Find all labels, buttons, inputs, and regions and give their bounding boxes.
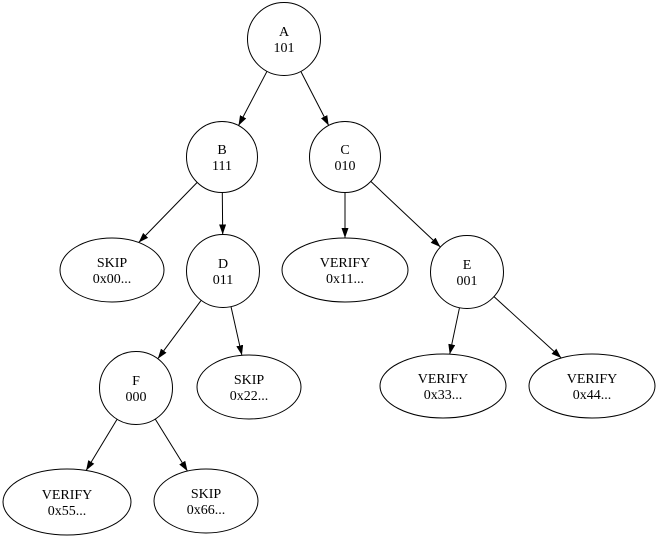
- edge-d-skip-0x22: [230, 306, 244, 356]
- node-verify-0x11-label-line2: 0x11...: [326, 272, 364, 287]
- edge-a-b: [238, 71, 268, 126]
- node-c-shape: [309, 121, 381, 193]
- node-d-shape: [186, 234, 260, 308]
- node-a-label-line1: A: [279, 25, 290, 40]
- node-d-label-line2: 011: [213, 273, 233, 288]
- node-d-label-line1: D: [218, 257, 228, 272]
- edge-a-c: [300, 71, 330, 126]
- node-f-label-line2: 000: [126, 390, 147, 405]
- node-c-label-line2: 010: [335, 159, 356, 174]
- node-skip-0x66: SKIP0x66...: [153, 468, 259, 534]
- node-b-label-line2: 111: [212, 159, 232, 174]
- node-f-label-line1: F: [132, 374, 140, 389]
- node-b-label-line1: B: [217, 143, 226, 158]
- node-f-shape: [99, 351, 173, 425]
- node-skip-0x66-label-line2: 0x66...: [187, 503, 226, 518]
- node-e-shape: [430, 235, 504, 309]
- edge-f-skip-0x66: [154, 418, 188, 472]
- node-verify-0x44-label-line1: VERIFY: [567, 372, 618, 387]
- node-skip-0x22-label-line1: SKIP: [234, 373, 265, 388]
- node-verify-0x33-label-line1: VERIFY: [418, 372, 469, 387]
- node-verify-0x11-shape: [281, 237, 409, 303]
- node-skip-0x66-label-line1: SKIP: [191, 487, 222, 502]
- node-skip-0x22: SKIP0x22...: [196, 354, 302, 420]
- node-skip-0x22-label-line2: 0x22...: [230, 389, 269, 404]
- node-verify-0x55: VERIFY0x55...: [2, 468, 132, 536]
- node-c-label-line1: C: [340, 143, 349, 158]
- edge-c-e: [370, 181, 441, 248]
- edge-d-f: [157, 300, 202, 359]
- edges-layer: [85, 71, 562, 472]
- node-skip-0x00-label-line2: 0x00...: [93, 272, 132, 287]
- edge-e-verify-0x44: [493, 296, 562, 359]
- node-skip-0x00-shape: [59, 237, 165, 303]
- node-a-label-line2: 101: [274, 41, 295, 56]
- node-skip-0x00-label-line1: SKIP: [97, 256, 128, 271]
- node-skip-0x00: SKIP0x00...: [59, 237, 165, 303]
- node-verify-0x55-shape: [2, 468, 132, 536]
- node-verify-0x44-shape: [528, 353, 656, 419]
- node-skip-0x66-shape: [153, 468, 259, 534]
- node-skip-0x22-shape: [196, 354, 302, 420]
- node-a-shape: [247, 2, 321, 76]
- node-verify-0x55-label-line2: 0x55...: [48, 504, 87, 519]
- node-b-shape: [186, 121, 258, 193]
- node-verify-0x11-label-line1: VERIFY: [320, 256, 371, 271]
- node-verify-0x33-label-line2: 0x33...: [424, 388, 463, 403]
- edge-e-verify-0x33: [448, 307, 460, 355]
- node-verify-0x44: VERIFY0x44...: [528, 353, 656, 419]
- edge-f-verify-0x55: [85, 418, 118, 471]
- edge-b-skip-0x00: [138, 182, 198, 243]
- node-verify-0x11: VERIFY0x11...: [281, 237, 409, 303]
- node-verify-0x55-label-line1: VERIFY: [42, 488, 93, 503]
- node-e-label-line2: 001: [457, 274, 478, 289]
- node-verify-0x33-shape: [379, 353, 507, 419]
- nodes-layer: A101B111C010SKIP0x00...D011VERIFY0x11...…: [2, 2, 656, 536]
- node-e-label-line1: E: [463, 258, 472, 273]
- node-verify-0x33: VERIFY0x33...: [379, 353, 507, 419]
- node-verify-0x44-label-line2: 0x44...: [573, 388, 612, 403]
